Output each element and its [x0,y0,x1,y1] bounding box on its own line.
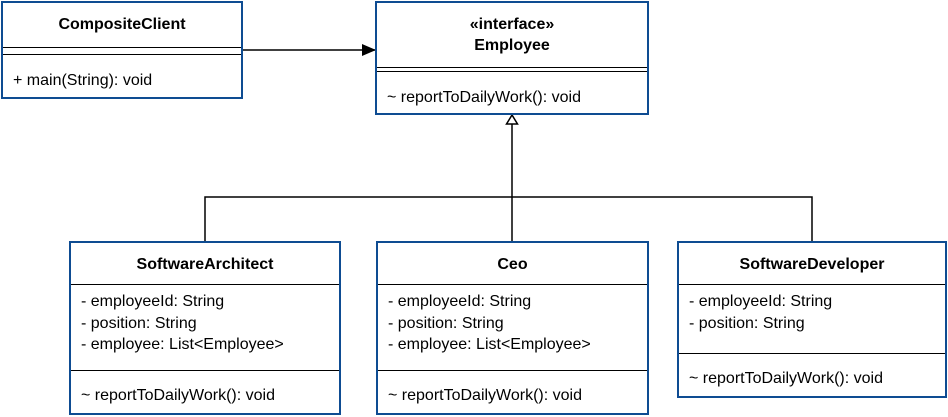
class-name: SoftwareArchitect [136,256,274,273]
attribute-list: - employeeId: String - position: String … [382,291,591,356]
realization-connector [204,113,813,242]
ceo-class[interactable]: Ceo - employeeId: String - position: Str… [376,241,649,415]
class-attribute: - position: String [689,314,805,332]
class-name: Ceo [497,256,528,273]
interface-stereotype: «interface» [469,16,555,33]
interface-name: Employee [474,37,550,54]
class-method: + main(String): void [13,72,153,89]
class-attribute: - employee: List<Employee> [81,336,284,353]
class-divider [679,284,945,285]
class-divider [679,353,945,354]
class-divider [3,47,241,48]
class-attribute: - employee: List<Employee> [388,336,591,353]
class-divider [377,71,647,72]
class-divider [378,284,647,285]
class-divider [3,54,241,55]
software-developer-class[interactable]: SoftwareDeveloper - employeeId: String -… [677,241,947,398]
class-method: ~ reportToDailyWork(): void [388,387,582,404]
class-name: SoftwareDeveloper [739,256,885,273]
attribute-list: - employeeId: String - position: String [683,291,832,334]
class-attribute: - employeeId: String [689,293,833,310]
class-method: ~ reportToDailyWork(): void [81,387,275,404]
class-method: ~ reportToDailyWork(): void [689,370,883,387]
attribute-list: - employeeId: String - position: String … [75,291,284,356]
inheritance-triangle-icon [505,113,519,125]
class-divider [71,284,339,285]
class-attribute: - position: String [81,314,197,332]
interface-method: ~ reportToDailyWork(): void [387,89,581,106]
composite-client-class[interactable]: CompositeClient + main(String): void [1,1,243,99]
software-architect-class[interactable]: SoftwareArchitect - employeeId: String -… [69,241,341,415]
class-divider [71,370,339,371]
class-attribute: - position: String [388,314,504,332]
class-divider [378,370,647,371]
class-attribute: - employeeId: String [81,293,225,310]
class-name: CompositeClient [58,16,186,33]
class-divider [377,67,647,68]
class-attribute: - employeeId: String [388,293,532,310]
employee-interface[interactable]: «interface» Employee ~ reportToDailyWork… [375,1,649,115]
